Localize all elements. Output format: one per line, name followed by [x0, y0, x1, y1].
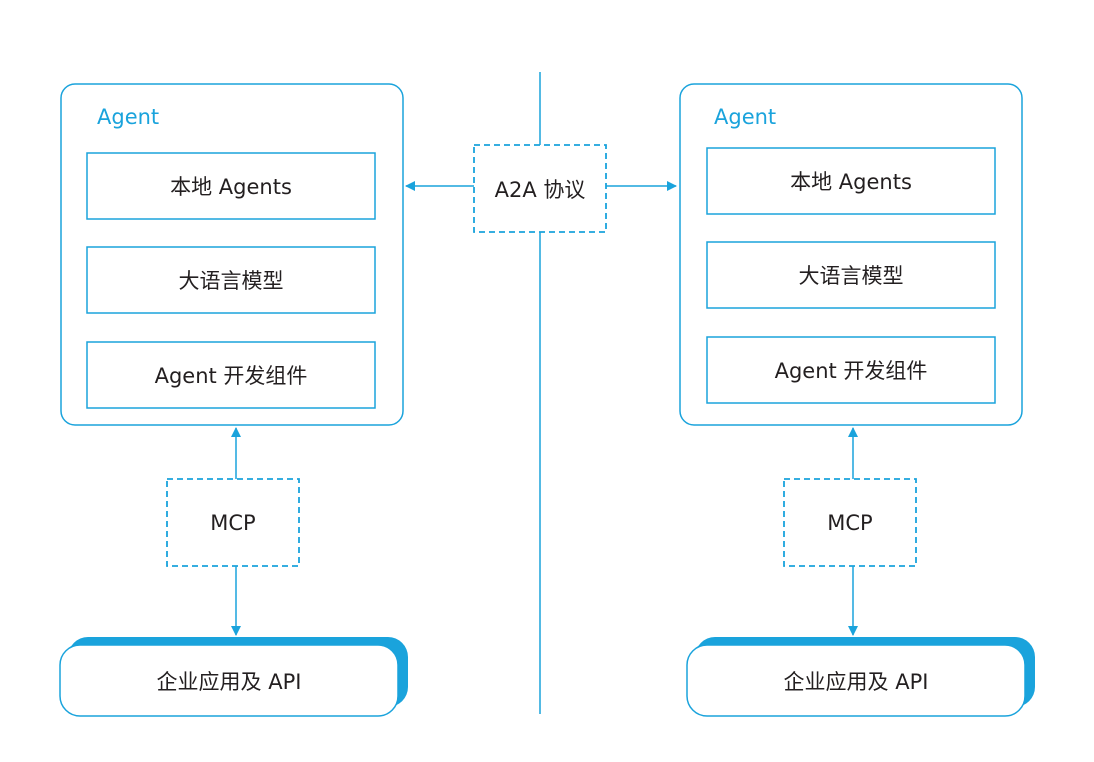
right-local-agents-label: 本地 Agents [790, 170, 912, 194]
left-agent-container [60, 83, 404, 426]
left-llm-label: 大语言模型 [178, 269, 284, 293]
right-mcp-label: MCP [827, 510, 873, 535]
left-mcp-label: MCP [210, 510, 256, 535]
right-agent-container [679, 83, 1023, 426]
left-agent-title: Agent [97, 105, 160, 129]
left-app-label: 企业应用及 API [156, 669, 302, 694]
right-app-box [686, 644, 1026, 717]
left-dev-kit-label: Agent 开发组件 [154, 364, 308, 388]
left-component-box-local-agents [86, 152, 376, 220]
right-component-box-dev-kit [706, 336, 996, 404]
right-component-box-local-agents [706, 147, 996, 215]
left-mcp-box [166, 478, 300, 567]
a2a-protocol-label: A2A 协议 [476, 147, 604, 230]
left-component-box-llm [86, 246, 376, 314]
right-component-box-llm [706, 241, 996, 309]
left-component-box-dev-kit [86, 341, 376, 409]
right-llm-label: 大语言模型 [798, 264, 904, 288]
left-local-agents-label: 本地 Agents [170, 175, 292, 199]
right-mcp-box [783, 478, 917, 567]
left-app-box [59, 644, 399, 717]
right-agent-title: Agent [714, 105, 777, 129]
right-dev-kit-label: Agent 开发组件 [774, 359, 928, 383]
right-app-label: 企业应用及 API [783, 669, 929, 694]
